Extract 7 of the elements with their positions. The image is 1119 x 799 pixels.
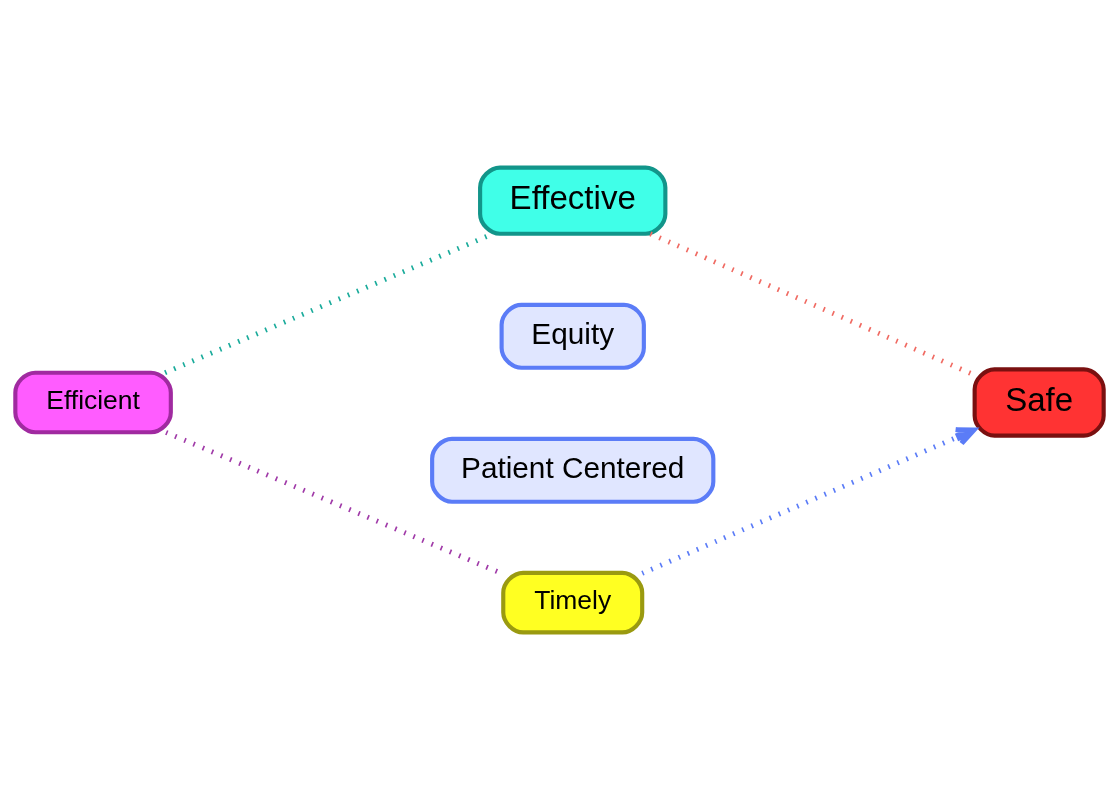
node-box: Equity bbox=[499, 302, 646, 370]
arrow bbox=[641, 426, 977, 576]
node-box: Efficient bbox=[13, 370, 173, 434]
node-box: Patient Centered bbox=[430, 436, 716, 504]
node-box: Timely bbox=[501, 570, 645, 634]
node-box: Effective bbox=[478, 165, 668, 236]
node-box: Safe bbox=[972, 366, 1106, 438]
